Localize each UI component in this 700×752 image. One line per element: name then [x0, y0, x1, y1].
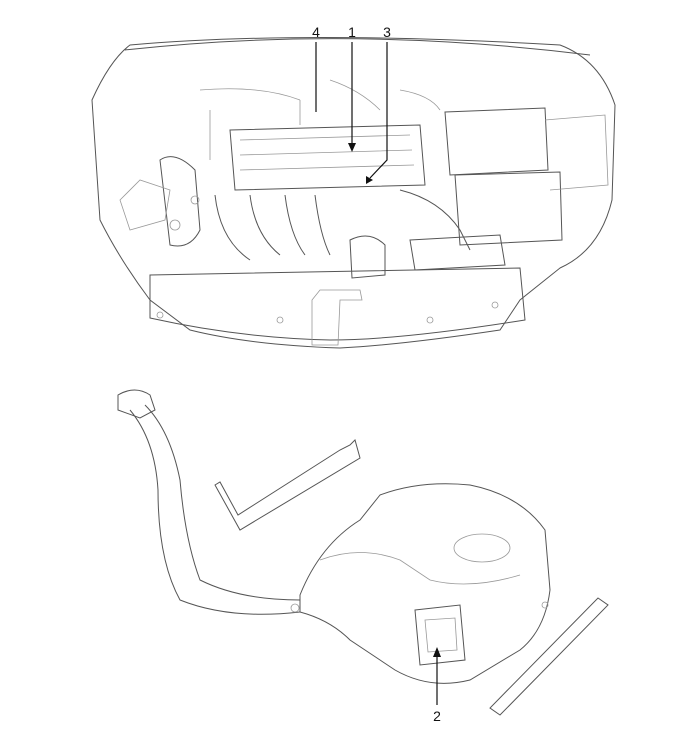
callout-label-2: 2 — [433, 708, 441, 724]
callout-label-1: 1 — [348, 24, 356, 40]
callout-leaders — [315, 42, 441, 705]
callout-label-3: 3 — [383, 24, 391, 40]
fuel-tank-drawing — [117, 389, 609, 716]
engine-compartment-drawing — [91, 37, 616, 349]
callout-label-4: 4 — [312, 24, 320, 40]
